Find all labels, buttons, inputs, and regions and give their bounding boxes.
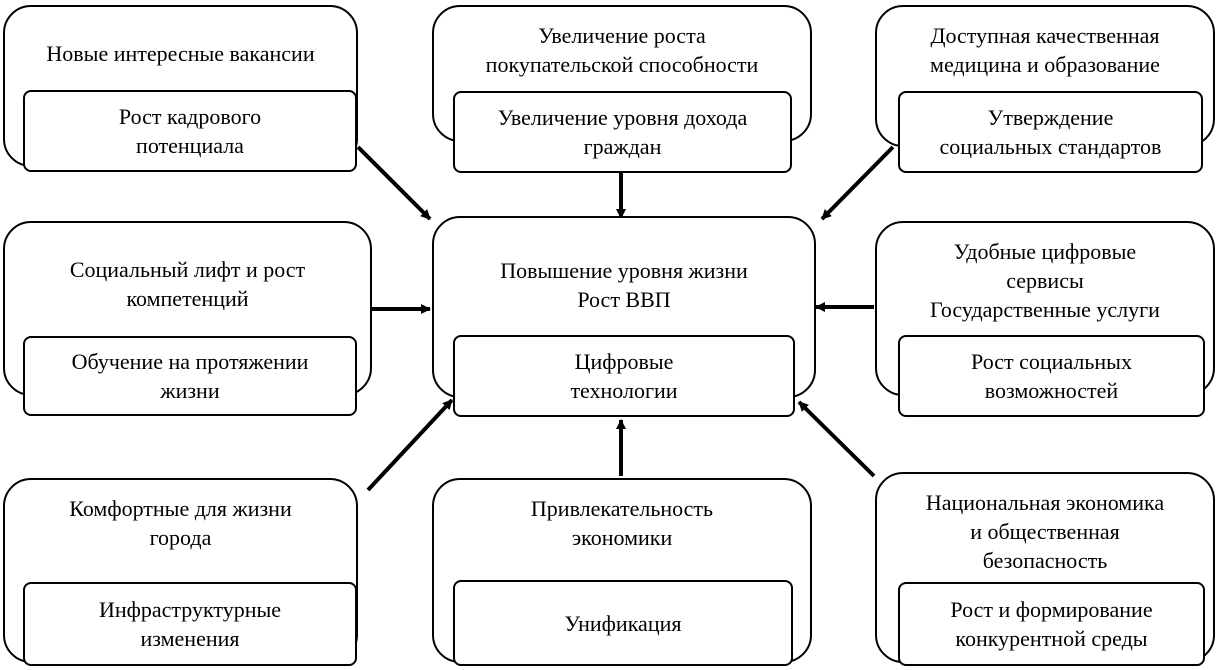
- box-mid-right-title: Удобные цифровые сервисы Государственные…: [930, 239, 1160, 322]
- box-top-left-inner: Рост кадрового потенциала: [23, 90, 357, 172]
- box-bottom-center-title: Привлекательность экономики: [530, 496, 714, 550]
- box-top-center-inner: Увеличение уровня дохода граждан: [453, 91, 792, 173]
- box-bottom-center-inner: Унификация: [453, 580, 793, 666]
- box-top-center-title: Увеличение роста покупательской способно…: [485, 23, 759, 77]
- center-inner-text: Цифровые технологии: [570, 349, 678, 403]
- arrow-top-left: [356, 145, 432, 221]
- arrow-top-right: [820, 145, 895, 221]
- arrow-bottom-left: [366, 398, 454, 492]
- box-mid-right-inner: Рост социальных возможностей: [898, 335, 1205, 417]
- box-top-left-title: Новые интересные вакансии: [46, 41, 315, 66]
- box-center-inner: Цифровые технологии: [453, 335, 795, 417]
- box-bottom-left-inner-text: Инфраструктурные изменения: [98, 597, 282, 651]
- box-bottom-right-inner: Рост и формирование конкурентной среды: [898, 582, 1205, 666]
- box-top-right-title: Доступная качественная медицина и образо…: [930, 23, 1160, 77]
- center-title: Повышение уровня жизни Рост ВВП: [500, 258, 748, 312]
- box-mid-right-inner-text: Рост социальных возможностей: [971, 349, 1132, 403]
- box-mid-left-inner-text: Обучение на протяжении жизни: [71, 349, 309, 403]
- box-bottom-left-inner: Инфраструктурные изменения: [23, 582, 357, 666]
- box-mid-left-title: Социальный лифт и рост компетенций: [69, 257, 306, 311]
- arrow-bottom-right: [797, 400, 876, 478]
- box-bottom-center-inner-text: Унификация: [564, 610, 682, 636]
- box-mid-left-inner: Обучение на протяжении жизни: [23, 336, 357, 416]
- box-bottom-left-title: Комфортные для жизни города: [69, 496, 292, 550]
- box-top-left-inner-text: Рост кадрового потенциала: [118, 104, 262, 158]
- box-bottom-right-inner-text: Рост и формирование конкурентной среды: [950, 597, 1153, 651]
- box-top-right-inner-text: Утверждение социальных стандартов: [939, 105, 1162, 159]
- box-top-center-inner-text: Увеличение уровня дохода граждан: [497, 105, 748, 159]
- box-bottom-right-title: Национальная экономика и общественная бе…: [925, 490, 1165, 573]
- box-top-right-inner: Утверждение социальных стандартов: [898, 91, 1203, 173]
